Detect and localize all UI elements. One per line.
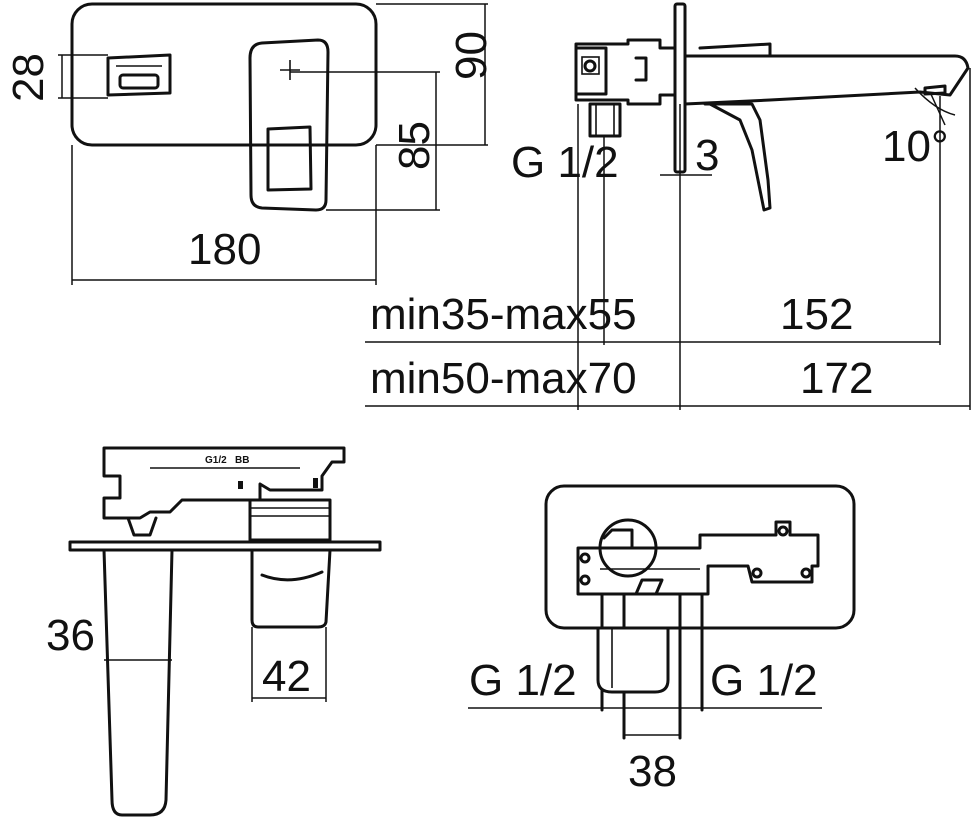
side-view [365, 2, 971, 410]
front-lever-handle [248, 38, 330, 212]
thread-left-label: G 1/2 [469, 656, 577, 705]
angle-label: 10° [882, 122, 949, 171]
front-spout-outlet [106, 53, 172, 97]
side-lever [703, 102, 772, 212]
body-side-view: G1/2 BB [68, 446, 382, 817]
rear-view [468, 484, 856, 740]
dim-36: 36 [46, 611, 95, 660]
front-view [58, 2, 488, 285]
dim-85: 85 [390, 121, 439, 170]
range-label-2: min50-max70 [370, 354, 637, 403]
dim-172: 172 [800, 354, 873, 403]
side-connector [574, 46, 608, 96]
rear-valve-body [576, 520, 820, 596]
angle-arc [914, 87, 956, 116]
front-aerator [118, 73, 160, 90]
side-spout [683, 54, 970, 106]
side-inlet-pipe [588, 102, 622, 138]
dim-180: 180 [188, 225, 261, 274]
side-screw-icon [583, 59, 597, 73]
thread-right-label: G 1/2 [710, 656, 818, 705]
body-plate [68, 540, 382, 552]
engraving-code: BB [235, 455, 249, 466]
side-valve-body [574, 38, 677, 106]
body-spout [102, 548, 174, 817]
plate-thickness-label: 3 [695, 131, 719, 180]
front-lever-inlay [266, 125, 313, 192]
rear-lever [596, 626, 670, 694]
body-lever [250, 548, 332, 629]
dim-28: 28 [4, 53, 53, 102]
body-housing [102, 446, 346, 520]
dim-90: 90 [447, 31, 496, 80]
dim-38: 38 [628, 747, 677, 796]
rear-cover-plate [544, 484, 856, 630]
body-cartridge [248, 498, 332, 542]
dim-152: 152 [780, 290, 853, 339]
front-cover-plate [70, 2, 378, 147]
thread-top-label: G 1/2 [511, 138, 619, 187]
engraving-thread: G1/2 [205, 455, 227, 466]
range-label-1: min35-max55 [370, 290, 637, 339]
dim-42: 42 [262, 652, 311, 701]
